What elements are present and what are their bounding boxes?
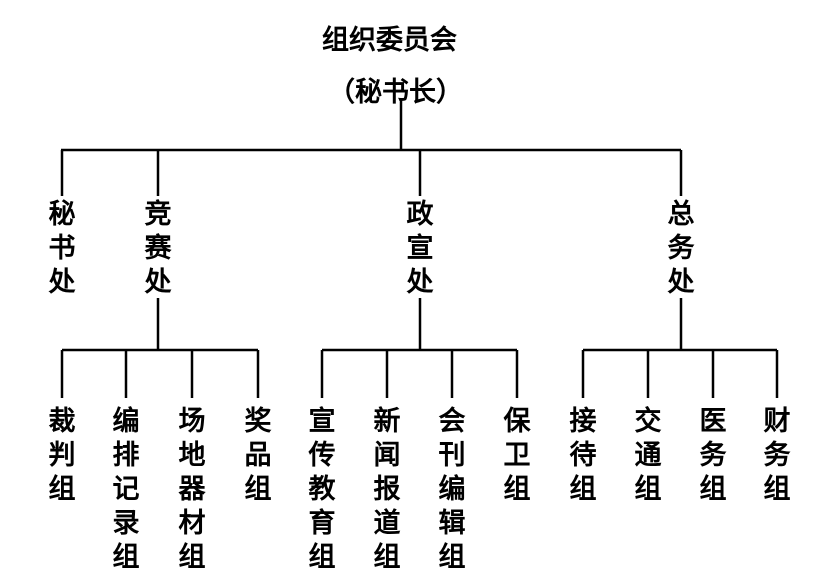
group-node: 奖品组 bbox=[244, 406, 272, 505]
root-subtitle: （秘书长） bbox=[328, 77, 463, 108]
dept-competition: 竞赛处 bbox=[144, 199, 172, 298]
dept-general-affairs: 总务处 bbox=[667, 199, 695, 298]
group-node: 编排记录组 bbox=[112, 406, 140, 573]
dept-secretariat: 秘书处 bbox=[48, 199, 76, 298]
group-node: 会刊编辑组 bbox=[438, 406, 466, 573]
group-node: 裁判组 bbox=[48, 406, 76, 505]
group-node: 交通组 bbox=[634, 406, 662, 505]
group-node: 财务组 bbox=[763, 406, 791, 505]
group-node: 宣传教育组 bbox=[308, 406, 336, 573]
group-node: 接待组 bbox=[569, 406, 597, 505]
root-title: 组织委员会 bbox=[322, 25, 457, 56]
group-node: 新闻报道组 bbox=[373, 406, 401, 573]
group-node: 保卫组 bbox=[503, 406, 531, 505]
dept-publicity: 政宣处 bbox=[406, 199, 434, 298]
group-node: 医务组 bbox=[699, 406, 727, 505]
group-node: 场地器材组 bbox=[178, 406, 206, 573]
